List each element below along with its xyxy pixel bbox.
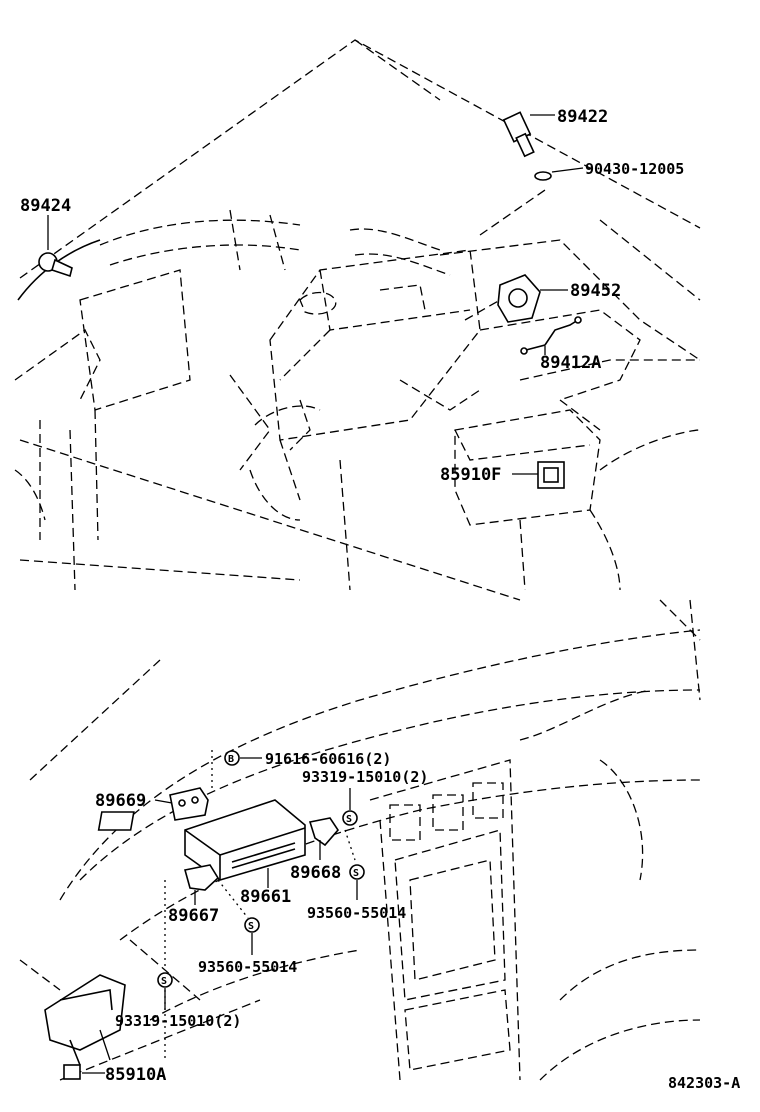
part-85910a-relay	[44, 974, 126, 1080]
label-85910f: 85910F	[440, 465, 501, 485]
label-85910a: 85910A	[105, 1065, 166, 1085]
part-89669-bracket	[154, 787, 209, 821]
diagram-code: 842303-A	[668, 1074, 740, 1092]
part-89667-bracket	[183, 864, 220, 905]
label-93560-55014-right: 93560-55014	[307, 904, 406, 922]
label-89667: 89667	[168, 906, 219, 926]
part-90430-gasket	[534, 167, 584, 181]
label-89669: 89669	[95, 791, 146, 811]
part-89452-throttle-sensor	[497, 274, 568, 323]
part-89422-sensor	[502, 111, 555, 158]
screw-s-glyph-1: S	[346, 814, 352, 825]
screw-symbol-93560-left: S	[217, 879, 260, 955]
part-89424-sensor	[38, 215, 73, 278]
screw-s-glyph-4: S	[161, 976, 167, 987]
label-91616-60616: 91616-60616(2)	[265, 750, 391, 768]
part-85910f-relay	[512, 461, 565, 489]
label-93319-15010-top: 93319-15010(2)	[302, 768, 428, 786]
label-89668: 89668	[290, 863, 341, 883]
label-89452: 89452	[570, 281, 621, 301]
label-90430-12005: 90430-12005	[585, 160, 684, 178]
label-93319-15010-bottom: 93319-15010(2)	[115, 1012, 241, 1030]
label-89661: 89661	[240, 887, 291, 907]
part-89412a-wire	[520, 316, 582, 355]
dashboard-illustration	[19, 599, 701, 1081]
bolt-b-glyph: B	[228, 754, 234, 765]
screw-s-glyph-3: S	[248, 921, 254, 932]
label-89412a: 89412A	[540, 353, 601, 373]
label-93560-55014-left: 93560-55014	[198, 958, 297, 976]
screw-symbol-93319-bottom: S	[157, 972, 173, 1010]
bolt-symbol-91616: B	[224, 750, 262, 766]
engine-bay-illustration	[14, 39, 701, 601]
screw-s-glyph-2: S	[353, 868, 359, 879]
label-89424: 89424	[20, 196, 71, 216]
screw-symbol-93319-top: S	[342, 788, 358, 826]
label-89422: 89422	[557, 107, 608, 127]
screw-symbol-93560-right: S	[349, 864, 365, 900]
part-89661-ecu	[97, 799, 306, 888]
part-89668-bracket	[308, 817, 340, 860]
